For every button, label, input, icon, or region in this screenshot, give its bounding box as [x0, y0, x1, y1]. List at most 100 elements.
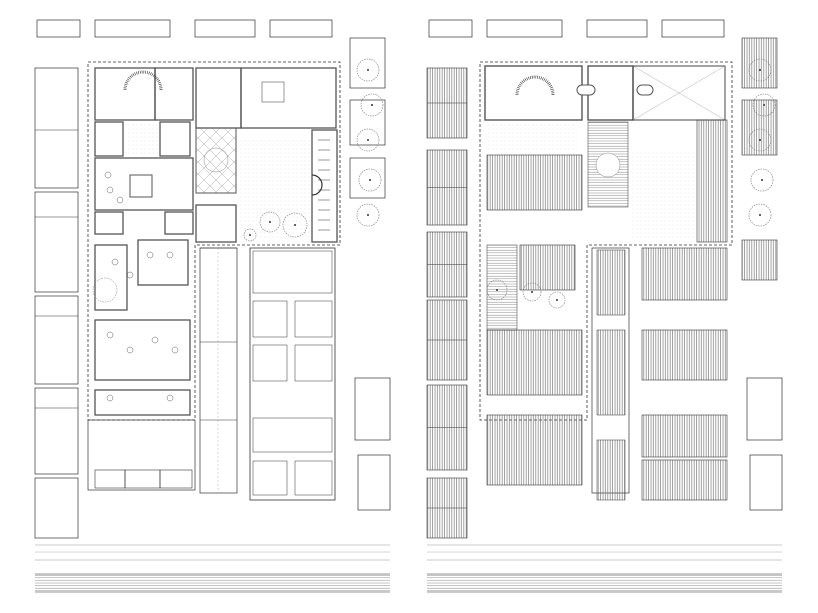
room: [94, 389, 191, 416]
table-icon: [116, 196, 124, 204]
upper-floor-right: [587, 65, 634, 121]
pitched-roof: [596, 249, 626, 316]
stepped-terrace: [486, 244, 518, 331]
tree-icon: [748, 203, 772, 227]
city-block: [34, 191, 79, 293]
tree-trunk: [759, 139, 761, 141]
city-block: [194, 19, 256, 38]
building-outline: [87, 61, 341, 421]
table-icon: [106, 331, 114, 339]
corridor: [311, 129, 338, 243]
table-icon: [104, 171, 112, 179]
roof-block: [741, 239, 778, 281]
tree-trunk: [531, 291, 533, 293]
tree-trunk: [294, 224, 296, 226]
tree-icon: [243, 228, 257, 242]
bridge: [576, 84, 596, 96]
table-icon: [106, 186, 114, 194]
tree-trunk: [761, 179, 763, 181]
river-hatch: [427, 574, 782, 592]
tree-trunk: [249, 234, 251, 236]
upper-floor-left: [484, 65, 583, 121]
city-block: [354, 377, 391, 441]
skylight: [129, 174, 153, 198]
tree-trunk: [759, 69, 761, 71]
city-block: [661, 19, 725, 38]
building: [252, 460, 288, 496]
room: [94, 121, 124, 157]
city-block: [34, 295, 79, 385]
room: [94, 157, 194, 211]
paved-court: [195, 127, 237, 194]
tree-icon: [750, 168, 774, 192]
fountain: [595, 152, 621, 178]
city-block: [746, 377, 783, 441]
void-cross: [632, 65, 726, 121]
building: [252, 344, 288, 382]
city-block: [34, 387, 79, 475]
spiral-stair-icon: [515, 75, 555, 96]
spiral-stair-icon: [123, 70, 163, 91]
pitched-roof: [641, 414, 728, 458]
tree-icon: [360, 93, 384, 117]
planter: [159, 469, 193, 489]
tree-icon: [92, 277, 118, 303]
building: [252, 250, 333, 294]
tree-trunk: [369, 179, 371, 181]
meeting-room: [195, 67, 242, 129]
tree-icon: [356, 203, 380, 227]
roof-block: [741, 99, 778, 156]
building: [252, 417, 333, 453]
ground-floor-plan: [34, 19, 391, 593]
room: [154, 67, 194, 121]
tree-icon: [282, 212, 308, 238]
pitched-roof: [486, 414, 583, 486]
tree-icon: [486, 279, 508, 301]
river-hatch: [35, 574, 390, 592]
pitched-roof: [641, 329, 728, 381]
tree-trunk: [759, 214, 761, 216]
tree-icon: [356, 58, 380, 82]
tree-icon: [752, 93, 776, 117]
city-block: [349, 157, 386, 199]
tree-icon: [748, 58, 772, 82]
city-block: [586, 19, 648, 38]
tree-icon: [358, 168, 382, 192]
city-block: [34, 67, 79, 189]
room: [94, 244, 128, 311]
pitched-roof: [641, 247, 728, 301]
pitched-roof: [486, 329, 583, 396]
room: [94, 211, 124, 235]
tree-trunk: [367, 69, 369, 71]
city-block: [34, 477, 79, 539]
building: [294, 460, 333, 496]
tree-icon: [522, 282, 542, 302]
table-icon: [151, 336, 159, 344]
pitched-roof: [519, 244, 576, 291]
city-block: [486, 19, 563, 38]
pitched-roof: [641, 459, 728, 501]
void-over-hall: [632, 65, 726, 121]
planter: [94, 469, 126, 489]
tree-trunk: [367, 214, 369, 216]
tree-icon: [748, 128, 772, 152]
garden-court: [240, 140, 310, 240]
display-case: [261, 81, 285, 103]
table-icon: [106, 394, 114, 402]
room: [94, 319, 191, 381]
pitched-roof: [596, 439, 626, 501]
plaza-block: [87, 419, 196, 491]
city-block: [428, 19, 473, 38]
city-block: [749, 454, 783, 511]
table-icon: [171, 346, 179, 354]
tree-trunk: [371, 104, 373, 106]
pitched-roof: [596, 329, 626, 416]
garden-court: [632, 150, 694, 240]
tree-icon: [548, 291, 566, 309]
table-icon: [126, 346, 134, 354]
city-block: [349, 37, 386, 89]
tree-trunk: [556, 299, 558, 301]
tree-trunk: [367, 139, 369, 141]
terrace: [487, 122, 577, 152]
table-icon: [166, 394, 174, 402]
